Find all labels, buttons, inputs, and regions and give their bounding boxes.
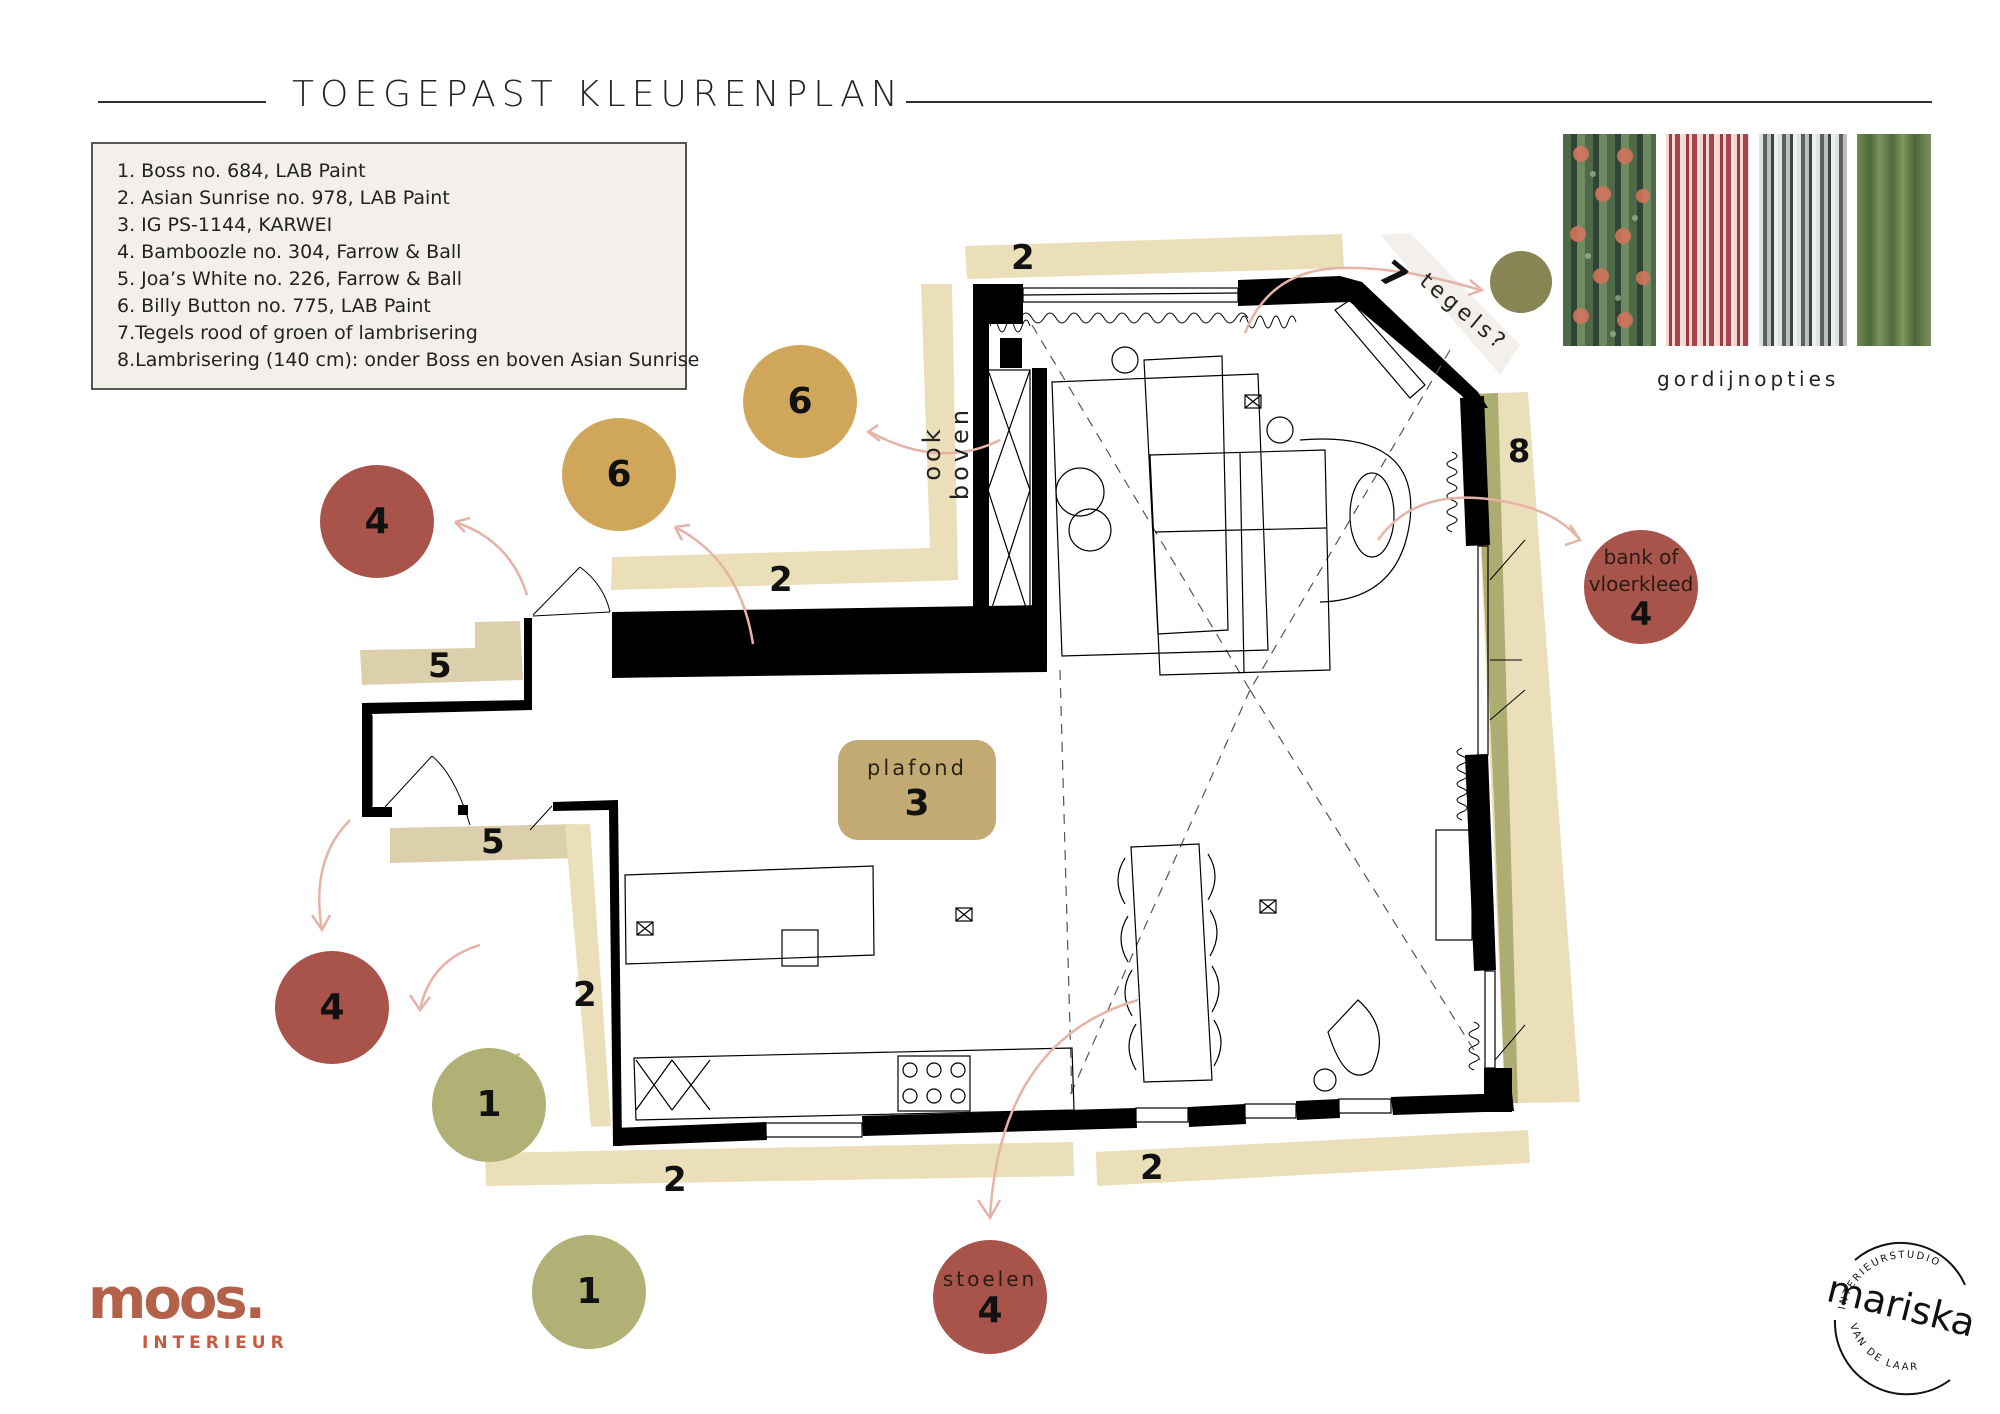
curtain-waves <box>989 312 1480 1071</box>
color-legend: 1. Boss no. 684, LAB Paint 2. Asian Sunr… <box>91 142 700 390</box>
color-strips <box>360 233 1580 1186</box>
doors <box>384 539 1526 1061</box>
windows <box>363 287 1496 1138</box>
title-rule-right <box>906 101 1932 103</box>
title-rule-left <box>98 101 266 103</box>
curtain-options-label: gordijnopties <box>1657 367 1840 391</box>
circle-number: 4 <box>1629 595 1653 633</box>
legend-item-6: 6. Billy Button no. 775, LAB Paint <box>117 295 431 317</box>
strip-label-bottom-right-2: 2 <box>1140 1148 1164 1188</box>
studio-logo-icon: INTERIEURSTUDIO mariska VAN DE LAAR <box>1823 1241 1980 1396</box>
legend-item-1: 1. Boss no. 684, LAB Paint <box>117 160 366 182</box>
circle-number: 6 <box>787 380 813 422</box>
circle-number: 4 <box>364 500 390 542</box>
color-circle-stoelen: stoelen 4 <box>933 1240 1047 1354</box>
page-title: TOEGEPAST KLEURENPLAN <box>292 74 904 115</box>
strip-label-top-2: 2 <box>1011 238 1035 278</box>
legend-item-5: 5. Joa’s White no. 226, Farrow & Ball <box>117 268 463 290</box>
moos-logo: moos. <box>88 1267 266 1332</box>
legend-item-4: 4. Bamboozle no. 304, Farrow & Ball <box>117 241 462 263</box>
strip-label-5-top: 5 <box>428 646 452 686</box>
strip-label-ook-boven-2: 2 <box>769 560 793 600</box>
color-circle-1-left: 1 <box>432 1048 546 1162</box>
floral-pattern-icon <box>1570 146 1650 337</box>
ceiling-color-badge: plafond 3 <box>838 740 996 840</box>
ceiling-label: plafond <box>867 756 967 780</box>
color-circle-4-top-left: 4 <box>320 465 434 578</box>
studio-name-text: mariska <box>1823 1266 1980 1345</box>
curtain-swatch-red-stripe <box>1666 134 1749 346</box>
circle-number: 4 <box>319 986 345 1028</box>
ook-boven-label: ook boven <box>918 405 974 501</box>
sightlines <box>1031 324 1481 1101</box>
color-circle-4-left: 4 <box>275 951 389 1064</box>
strip-label-5-bottom: 5 <box>481 822 505 862</box>
color-circle-6-upper: 6 <box>743 345 857 458</box>
legend-item-8: 8.Lambrisering (140 cm): onder Boss en b… <box>117 349 700 371</box>
circle-number: 1 <box>576 1271 602 1312</box>
mariska-logo: INTERIEURSTUDIO mariska VAN DE LAAR <box>1815 1230 1995 1400</box>
circle-label: bank of <box>1603 545 1679 569</box>
circle-number: 6 <box>606 453 632 495</box>
circle-number: 1 <box>476 1084 502 1125</box>
circle-label: stoelen <box>942 1266 1038 1291</box>
strip-label-8: 8 <box>1508 432 1531 470</box>
curtain-options <box>1563 134 1931 346</box>
moos-logo-subtitle: INTERIEUR <box>142 1333 289 1353</box>
color-circle-bank-of-vloerkleed: bank of vloerkleed 4 <box>1584 530 1698 644</box>
color-circle-1-bottom: 1 <box>532 1235 646 1349</box>
curtain-swatch-grey-pleated <box>1759 134 1847 346</box>
walls <box>362 276 1514 1146</box>
curtain-swatch-green-dotted <box>1857 134 1931 346</box>
legend-item-2: 2. Asian Sunrise no. 978, LAB Paint <box>117 187 450 209</box>
curtain-swatch-floral <box>1563 134 1656 346</box>
strip-label-bottom-left-2: 2 <box>663 1160 687 1200</box>
circle-number: 4 <box>977 1289 1003 1331</box>
strip-label-kitchen-2: 2 <box>573 975 597 1015</box>
circle-label: vloerkleed <box>1588 572 1694 596</box>
color-circle-6-lower: 6 <box>562 418 676 531</box>
ceiling-number: 3 <box>904 783 930 824</box>
legend-item-3: 3. IG PS-1144, KARWEI <box>117 214 333 236</box>
legend-item-7: 7.Tegels rood of groen of lambrisering <box>117 322 478 344</box>
tegels-green-swatch <box>1490 251 1552 313</box>
furniture <box>624 299 1473 1121</box>
